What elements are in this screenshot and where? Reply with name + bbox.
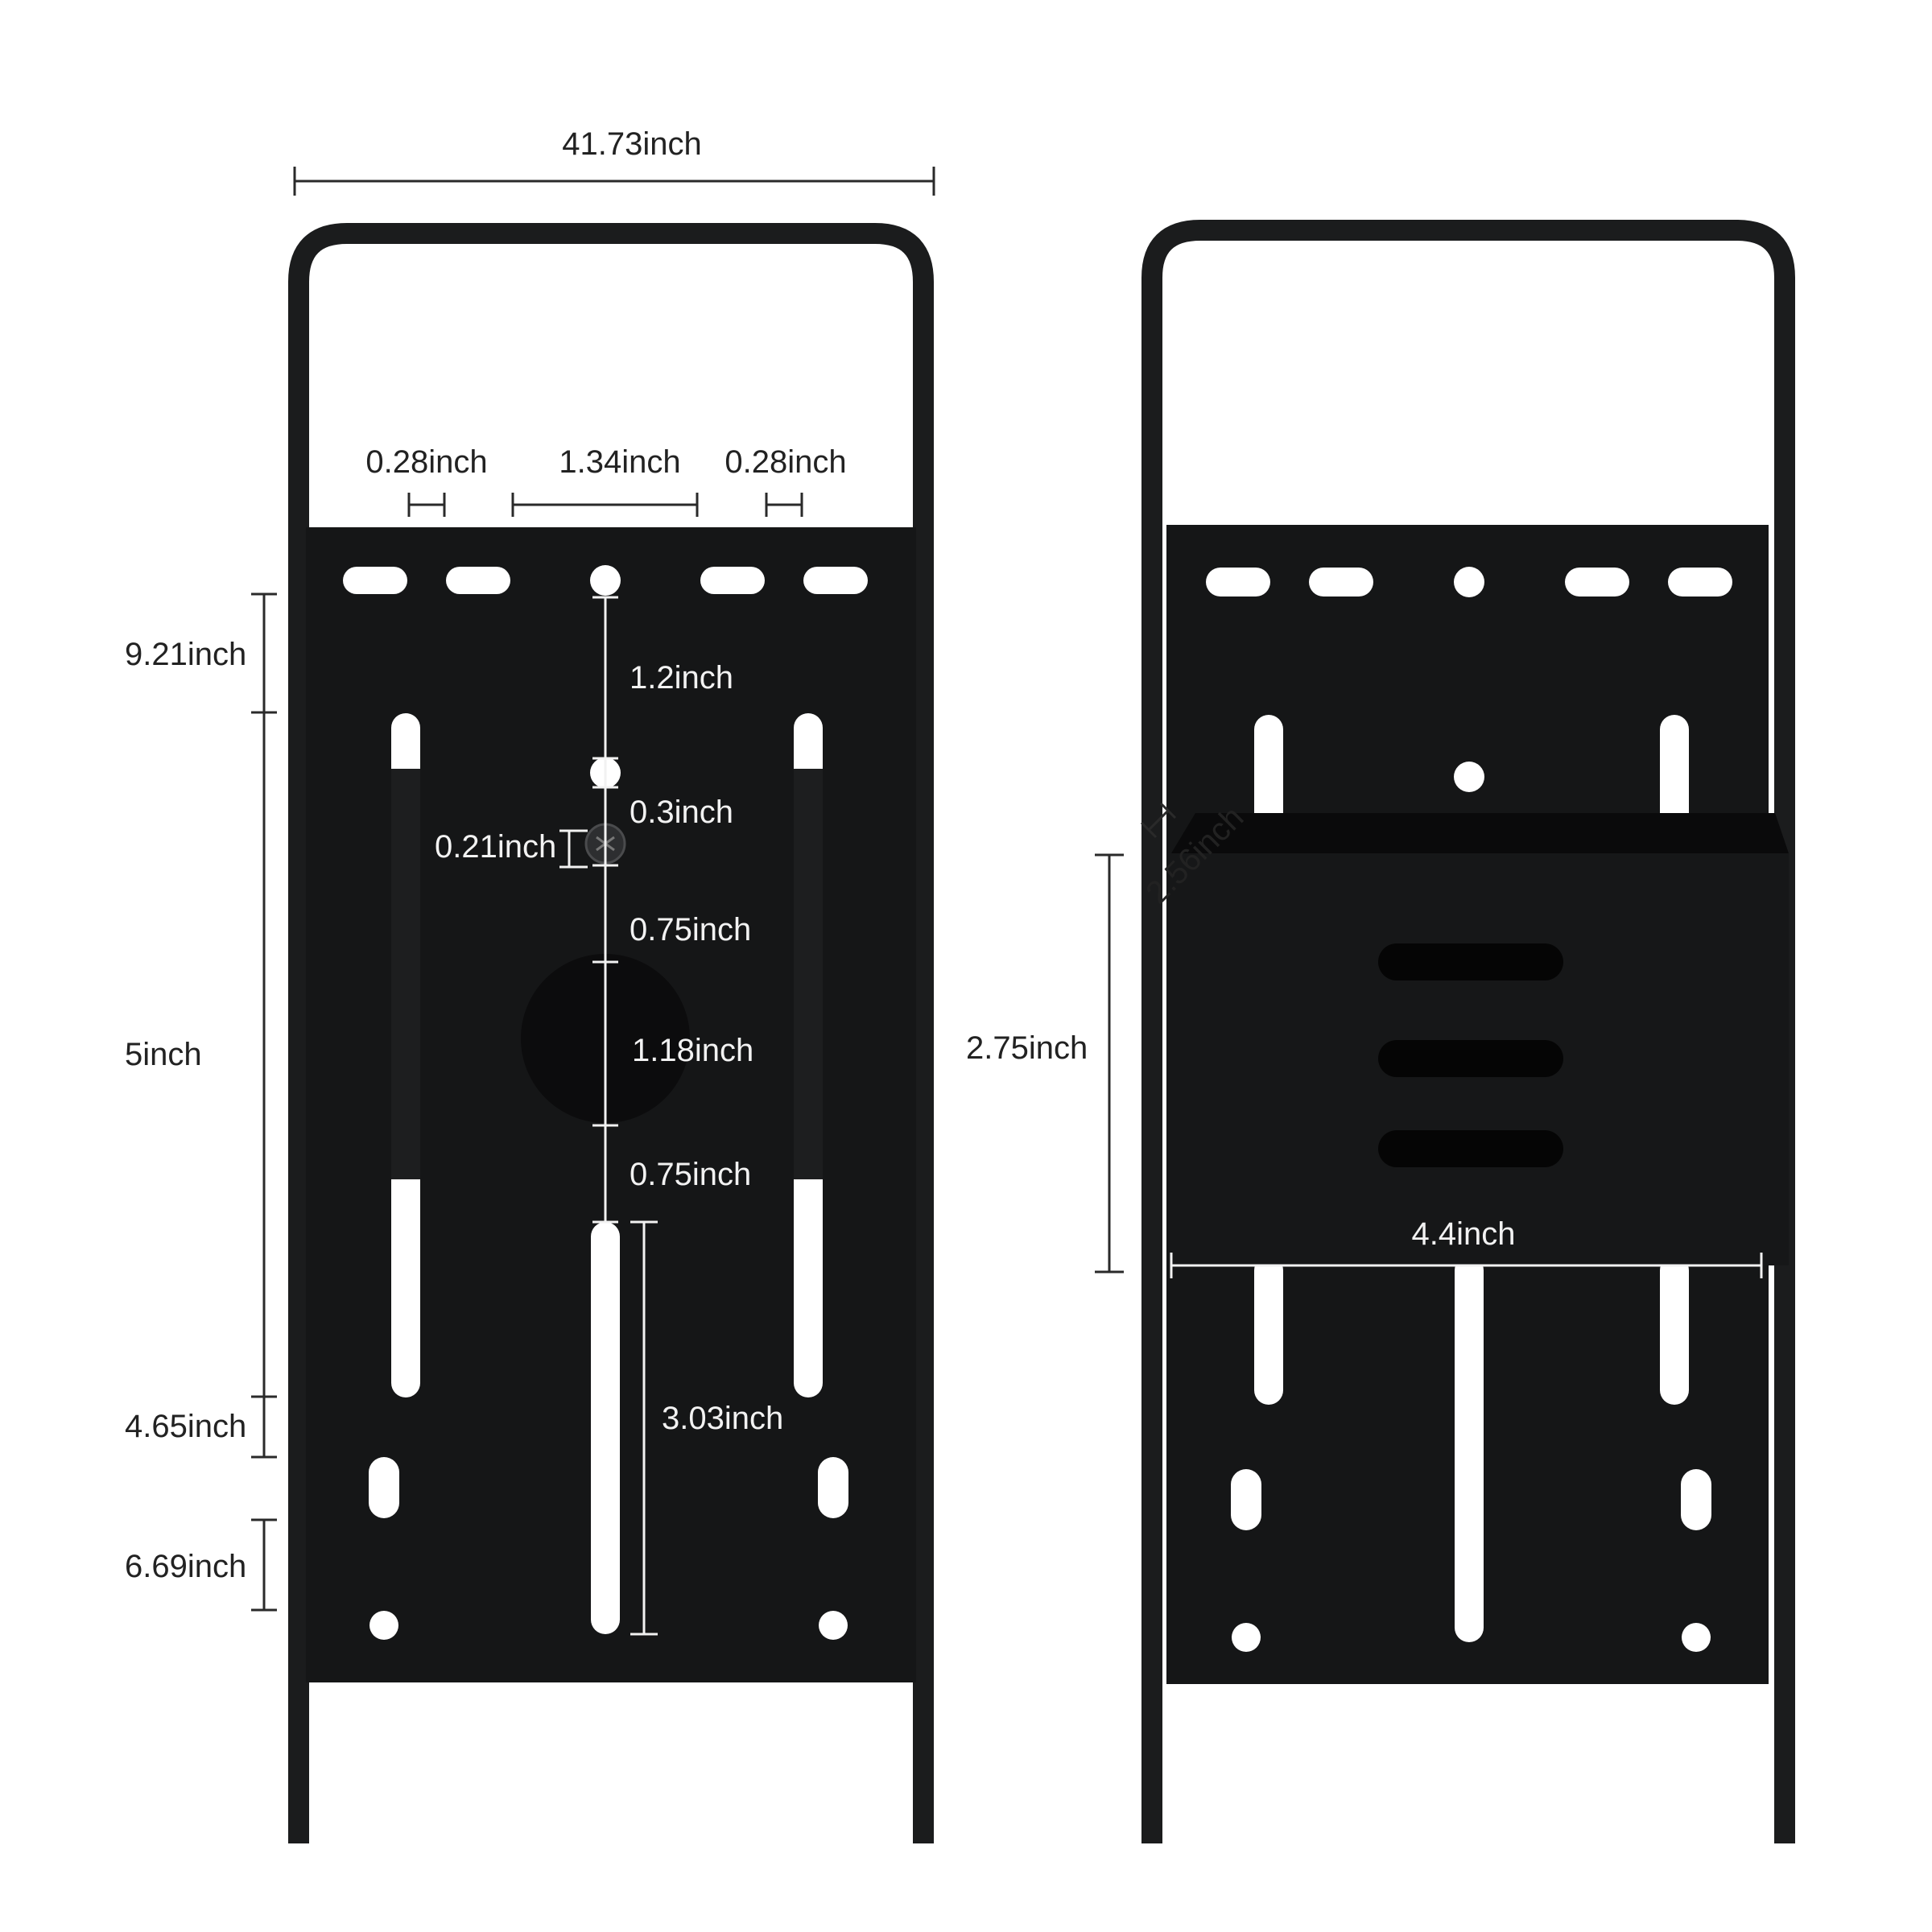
tray-width-dimension [1170,1253,1763,1278]
tray-vent-3 [1378,1130,1563,1167]
top-slot-2 [446,567,510,594]
right-bracket-view: 2.56inch 2.75inch 4.4inch [966,220,1795,1843]
right-side-slot-left-lower [1254,1256,1283,1405]
label-center-slot-length: 3.03inch [662,1401,783,1436]
label-hole-to-keyhole: 1.2inch [630,660,733,696]
right-frame-tube [1141,220,1795,1843]
center-long-slot [591,1222,620,1634]
left-frame-tube [288,223,934,1843]
label-overall-width: 41.73inch [562,126,701,162]
top-slot-4 [803,567,868,594]
right-dimension-lines [1095,802,1177,1274]
dim-tick [1159,802,1177,819]
tray-box [1167,813,1789,1265]
top-slot-3 [1565,568,1629,597]
top-center-hole [1454,567,1484,597]
right-lower-slot-left [1231,1469,1261,1530]
tray-top-rim [1171,813,1789,853]
label-slot-width-left: 0.28inch [365,444,487,480]
center-chain-dimensions [559,596,658,1636]
label-lower-gap: 4.65inch [125,1409,246,1444]
top-slot-1 [343,567,407,594]
label-screw: 0.21inch [435,829,556,865]
right-side-slot-left-upper [1254,715,1283,844]
top-center-hole [590,565,621,596]
label-hole-spacing: 1.34inch [559,444,680,480]
center-chain-labels: 1.2inch 0.3inch 0.21inch 0.75inch 1.18in… [435,660,783,1436]
bottom-hole-left [369,1611,398,1640]
right-lower-slot-right [1681,1469,1711,1530]
label-top-to-upper-slot: 9.21inch [125,637,246,672]
top-slot-2 [1309,568,1373,597]
label-tray-height: 2.75inch [966,1030,1088,1066]
label-screw-to-circle: 0.75inch [630,912,751,947]
label-circle-diameter: 1.18inch [632,1033,753,1068]
lower-slot-right [818,1457,848,1518]
label-bottom-hole-section: 6.69inch [125,1549,246,1584]
right-bottom-hole-left [1232,1623,1261,1652]
tray-vent-1 [1378,943,1563,980]
dim-tick [1140,821,1158,839]
right-center-slot [1455,1256,1484,1642]
label-circle-to-slot: 0.75inch [630,1157,751,1192]
label-keyhole: 0.3inch [630,795,733,830]
top-slot-3 [700,567,765,594]
left-rear-rail-left [391,769,420,1179]
left-rear-rail-right [794,769,823,1179]
right-side-slot-right-upper [1660,715,1689,844]
right-keyhole [1454,762,1484,792]
left-bracket-view: 41.73inch 0.28inch 1.34inch 0.28inch 9.2… [125,126,935,1843]
top-slot-4 [1668,568,1732,597]
label-slot-section: 5inch [125,1037,202,1072]
dim-line-tray-depth [1148,808,1170,831]
bottom-hole-right [819,1611,848,1640]
right-bottom-hole-right [1682,1623,1711,1652]
right-top-slots [1206,567,1732,597]
lower-slot-left [369,1457,399,1518]
right-side-slot-right-lower [1660,1256,1689,1405]
top-slot-1 [1206,568,1270,597]
left-top-slots [343,565,868,596]
label-tray-width: 4.4inch [1412,1216,1516,1252]
label-slot-width-right: 0.28inch [724,444,846,480]
left-dimension-lines [251,167,935,1612]
tray-vent-2 [1378,1040,1563,1077]
